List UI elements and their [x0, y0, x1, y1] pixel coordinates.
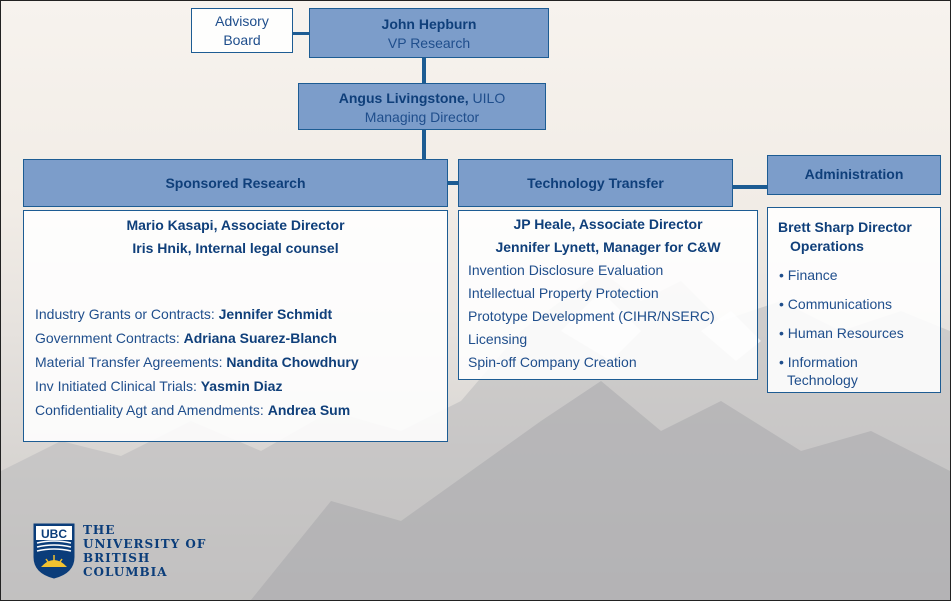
item-label: Confidentiality Agt and Amendments: [35, 402, 268, 418]
admin-header-label: Administration [804, 166, 904, 182]
admin-item: • Communications [779, 296, 893, 312]
admin-item: • Finance [779, 267, 838, 283]
advisory-line-1: Advisory [215, 13, 269, 29]
ubc-crest-icon: UBC [33, 523, 75, 579]
admin-item: • Human Resources [779, 325, 904, 341]
sponsored-item: Government Contracts: Adriana Suarez-Bla… [35, 326, 359, 350]
advisory-line-2: Board [223, 32, 261, 48]
admin-lead-line-1: Brett Sharp Director [778, 219, 912, 235]
tech-lead-2: Jennifer Lynett, Manager for C&W [495, 239, 721, 255]
md-name-line: Angus Livingstone, UILO [299, 89, 545, 108]
ubc-crest-text: UBC [41, 527, 67, 541]
item-label: Material Transfer Agreements: [35, 354, 227, 370]
ubc-logo: UBC THE UNIVERSITY OF BRITISH COLUMBIA [33, 523, 233, 593]
technology-transfer-header: Technology Transfer [458, 159, 733, 207]
tech-item: Invention Disclosure Evaluation [468, 262, 664, 278]
ubc-wordmark-line: COLUMBIA [83, 565, 168, 579]
sponsored-research-box: Mario Kasapi, Associate Director Iris Hn… [23, 210, 448, 442]
technology-transfer-box: JP Heale, Associate Director Jennifer Ly… [458, 210, 758, 380]
connector-sponsored-tech [448, 181, 458, 185]
vp-research-box: John Hepburn VP Research [309, 8, 549, 58]
item-label: Government Contracts: [35, 330, 184, 346]
item-person: Nandita Chowdhury [226, 354, 359, 370]
administration-header: Administration [767, 155, 941, 195]
vp-title: VP Research [387, 35, 471, 51]
tech-item: Spin-off Company Creation [468, 354, 637, 370]
item-label: Industry Grants or Contracts: [35, 306, 219, 322]
tech-header-label: Technology Transfer [527, 175, 664, 191]
ubc-wordmark-line: BRITISH [83, 551, 151, 565]
sponsored-item: Industry Grants or Contracts: Jennifer S… [35, 302, 359, 326]
connector-vp-md [422, 58, 426, 84]
item-person: Jennifer Schmidt [218, 306, 333, 322]
ubc-wordmark: THE UNIVERSITY OF BRITISH COLUMBIA [83, 523, 206, 579]
tech-item: Licensing [468, 331, 528, 347]
sponsored-lead-1: Mario Kasapi, Associate Director [126, 217, 345, 233]
connector-tech-admin [733, 185, 767, 189]
sponsored-lead-2: Iris Hnik, Internal legal counsel [132, 240, 339, 256]
md-title: Managing Director [364, 109, 480, 125]
admin-item: • Information [779, 354, 858, 370]
md-org: UILO [468, 90, 506, 106]
item-label: Inv Initiated Clinical Trials: [35, 378, 201, 394]
ubc-wordmark-line: THE [83, 523, 116, 537]
ubc-wordmark-line: UNIVERSITY OF [83, 537, 207, 551]
vp-name: John Hepburn [381, 16, 477, 32]
item-person: Adriana Suarez-Blanch [183, 330, 337, 346]
connector-md-down [422, 130, 426, 160]
sponsored-item: Confidentiality Agt and Amendments: Andr… [35, 398, 359, 422]
advisory-board-box: Advisory Board [191, 8, 293, 53]
item-person: Yasmin Diaz [200, 378, 283, 394]
administration-box: Brett Sharp Director Operations • Financ… [767, 207, 941, 393]
md-name: Angus Livingstone, [338, 90, 469, 106]
tech-item: Intellectual Property Protection [468, 285, 659, 301]
tech-lead-1: JP Heale, Associate Director [513, 216, 703, 232]
admin-item: Technology [787, 372, 858, 388]
sponsored-item: Inv Initiated Clinical Trials: Yasmin Di… [35, 374, 359, 398]
tech-item: Prototype Development (CIHR/NSERC) [468, 308, 715, 324]
connector-advisory-vp [293, 32, 309, 35]
item-person: Andrea Sum [267, 402, 351, 418]
sponsored-header-label: Sponsored Research [165, 175, 306, 191]
managing-director-box: Angus Livingstone, UILO Managing Directo… [298, 83, 546, 130]
sponsored-item: Material Transfer Agreements: Nandita Ch… [35, 350, 359, 374]
admin-lead-line-2: Operations [790, 238, 864, 254]
sponsored-research-header: Sponsored Research [23, 159, 448, 207]
